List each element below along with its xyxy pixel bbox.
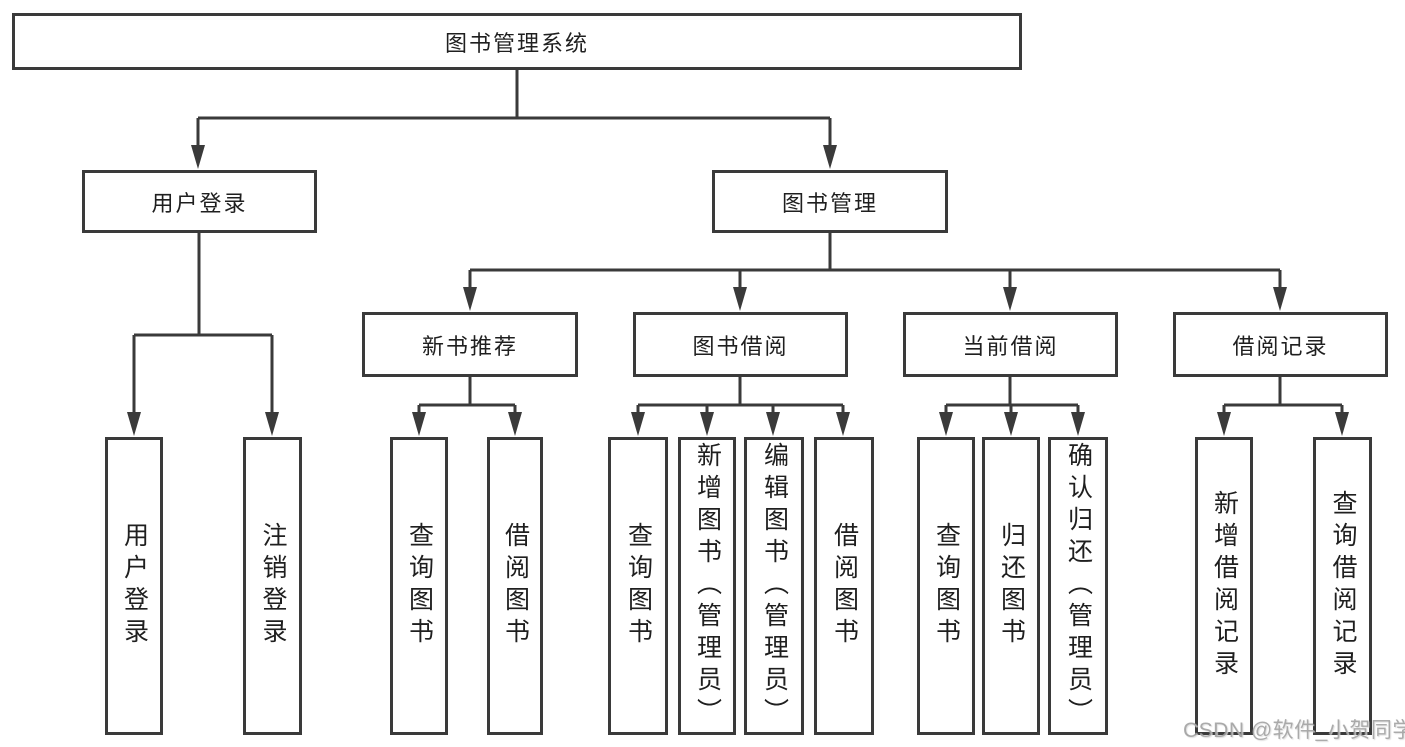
leaf-recommend-borrow-books-label: 借阅图书: [501, 522, 530, 650]
connector-borrow-records-children: [1217, 377, 1349, 436]
leaf-recommend-query-books: 查询图书: [390, 437, 448, 735]
leaf-borrow-query-books-label: 查询图书: [624, 522, 653, 650]
leaf-records-query-record: 查询借阅记录: [1313, 437, 1372, 735]
leaf-records-add-record-label: 新增借阅记录: [1210, 490, 1239, 682]
connector-new-book-children: [412, 377, 522, 436]
connector-current-borrow-children: [939, 377, 1085, 436]
leaf-borrow-query-books: 查询图书: [608, 437, 668, 735]
node-user-login-group-label: 用户登录: [151, 190, 248, 216]
leaf-recommend-query-books-label: 查询图书: [405, 522, 434, 650]
node-current-borrow-label: 当前借阅: [962, 333, 1059, 359]
leaf-borrow-borrow-books: 借阅图书: [814, 437, 874, 735]
leaf-recommend-borrow-books: 借阅图书: [487, 437, 543, 735]
leaf-borrow-edit-books-admin-label: 编辑图书（管理员）: [760, 442, 789, 730]
leaf-current-confirm-return-admin: 确认归还（管理员）: [1048, 437, 1108, 735]
node-library-system-label: 图书管理系统: [444, 30, 589, 56]
leaf-records-add-record: 新增借阅记录: [1195, 437, 1253, 735]
leaf-borrow-edit-books-admin: 编辑图书（管理员）: [744, 437, 804, 735]
leaf-current-confirm-return-admin-label: 确认归还（管理员）: [1064, 442, 1093, 730]
node-book-borrow-label: 图书借阅: [692, 333, 789, 359]
leaf-current-query-books: 查询图书: [917, 437, 975, 735]
node-current-borrow: 当前借阅: [903, 312, 1118, 377]
node-library-system: 图书管理系统: [12, 13, 1022, 70]
connector-user-login-children: [127, 233, 279, 436]
leaf-borrow-add-books-admin-label: 新增图书（管理员）: [693, 442, 722, 730]
node-new-book-recommend-label: 新书推荐: [421, 333, 518, 359]
node-new-book-recommend: 新书推荐: [362, 312, 578, 377]
node-borrow-records-label: 借阅记录: [1232, 333, 1329, 359]
leaf-logout: 注销登录: [243, 437, 302, 735]
connector-book-mgmt-children: [463, 233, 1287, 311]
csdn-watermark: CSDN @软件_小贺同学: [1183, 719, 1405, 742]
leaf-current-query-books-label: 查询图书: [932, 522, 961, 650]
node-user-login-group: 用户登录: [82, 170, 317, 233]
leaf-borrow-add-books-admin: 新增图书（管理员）: [678, 437, 736, 735]
node-book-management-label: 图书管理: [781, 190, 878, 216]
leaf-logout-label: 注销登录: [259, 522, 287, 650]
connector-root-to-level1: [191, 69, 837, 169]
leaf-current-return-books-label: 归还图书: [997, 522, 1026, 650]
leaf-records-query-record-label: 查询借阅记录: [1329, 490, 1357, 682]
leaf-user-login: 用户登录: [105, 437, 163, 735]
node-book-borrow: 图书借阅: [633, 312, 848, 377]
leaf-current-return-books: 归还图书: [982, 437, 1040, 735]
node-borrow-records: 借阅记录: [1173, 312, 1388, 377]
leaf-user-login-label: 用户登录: [120, 522, 149, 650]
leaf-borrow-borrow-books-label: 借阅图书: [830, 522, 859, 650]
node-book-management: 图书管理: [712, 170, 948, 233]
connector-book-borrow-children: [631, 377, 850, 436]
